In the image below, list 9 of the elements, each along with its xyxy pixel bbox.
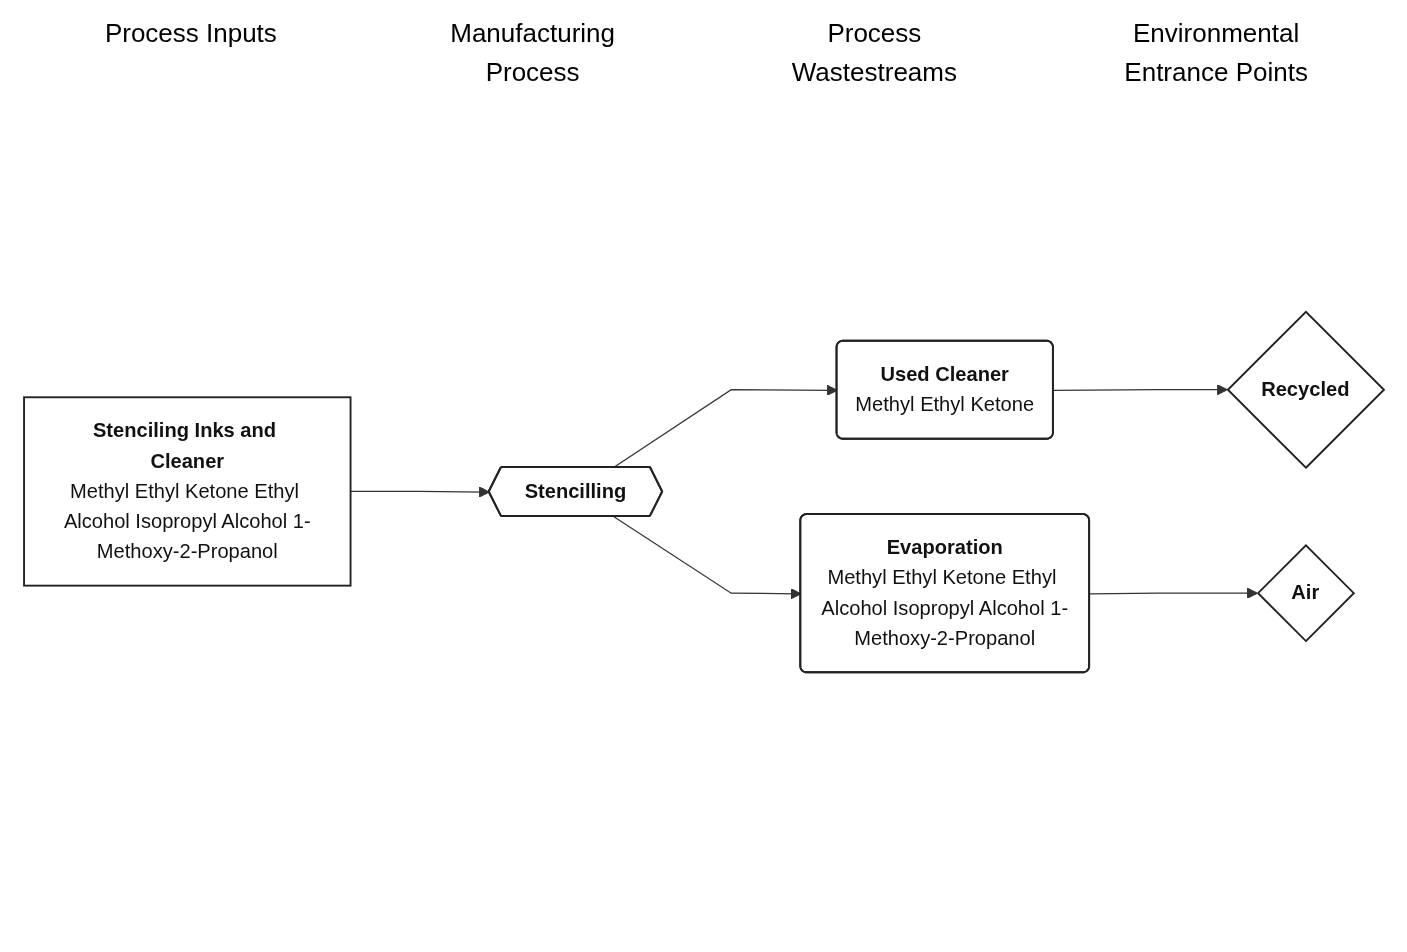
column-heading: Process Wastestreams [790,17,958,89]
node-diamond: Recycled [1226,310,1385,470]
column-heading: Environmental Entrance Points [1123,17,1309,89]
node-box: Stenciling Inks and Cleaner Methyl Ethyl Ketone Ethyl Alcohol Isopropyl Alcohol 1-Methoxy-2-Propanol [22,396,351,587]
column-heading: Manufacturing Process [449,17,616,89]
arrow [1052,384,1228,396]
column-heading: Process Inputs [103,17,278,50]
node-diamond: Air [1256,544,1355,643]
arrow [1088,587,1258,599]
